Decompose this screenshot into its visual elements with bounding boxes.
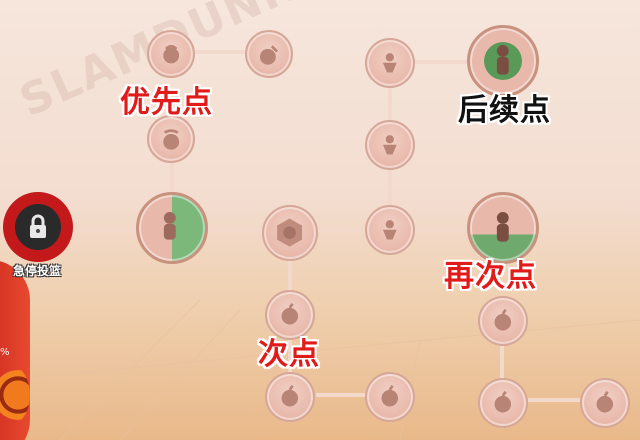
skill-node-apple-2[interactable] xyxy=(265,372,315,422)
skill-node-apple-5[interactable] xyxy=(478,378,528,428)
shooter-icon xyxy=(383,135,397,155)
player-silhouette-icon xyxy=(497,45,509,75)
skill-node-again-player[interactable] xyxy=(467,192,539,264)
player-silhouette-icon xyxy=(164,212,176,240)
locked-skill-button[interactable] xyxy=(3,192,73,262)
locked-skill-ring xyxy=(3,192,73,262)
shooter-icon xyxy=(383,220,397,240)
ball-handler-icon xyxy=(163,44,179,64)
apple-icon xyxy=(281,385,299,407)
apple-icon xyxy=(381,385,399,407)
skill-node-apple-1[interactable] xyxy=(265,290,315,340)
ball-handler-icon xyxy=(259,45,278,65)
skill-node-player-main[interactable] xyxy=(136,192,208,264)
skill-node-apple-6[interactable] xyxy=(580,378,630,428)
locked-skill-name: 急停投篮 xyxy=(12,264,61,278)
lock-icon xyxy=(30,214,46,238)
skill-node-apple-3[interactable] xyxy=(365,372,415,422)
apple-icon xyxy=(596,391,614,413)
skill-node-shooter-mid[interactable] xyxy=(365,120,415,170)
percent-mark: % xyxy=(0,347,10,358)
label-secondary: 次点 xyxy=(258,337,320,372)
skill-node-shooter-top[interactable] xyxy=(365,38,415,88)
skill-node-dribble-low[interactable] xyxy=(147,115,195,163)
skill-node-dribble-mid[interactable] xyxy=(245,30,293,78)
skill-node-shooter-low[interactable] xyxy=(365,205,415,255)
ball-handler-icon xyxy=(163,129,179,150)
label-again: 再次点 xyxy=(444,259,537,294)
label-priority: 优先点 xyxy=(120,85,213,120)
skill-node-apple-4[interactable] xyxy=(478,296,528,346)
skill-node-hexagon[interactable] xyxy=(262,205,318,261)
hexagon-shield-icon xyxy=(277,218,303,248)
skill-node-dribble-top[interactable] xyxy=(147,30,195,78)
apple-icon xyxy=(494,391,512,413)
player-silhouette-icon xyxy=(497,212,509,242)
apple-icon xyxy=(494,309,512,331)
label-followup: 后续点 xyxy=(458,93,551,128)
skill-node-followup-player[interactable] xyxy=(467,25,539,97)
shooter-icon xyxy=(383,53,397,73)
apple-icon xyxy=(281,303,299,325)
